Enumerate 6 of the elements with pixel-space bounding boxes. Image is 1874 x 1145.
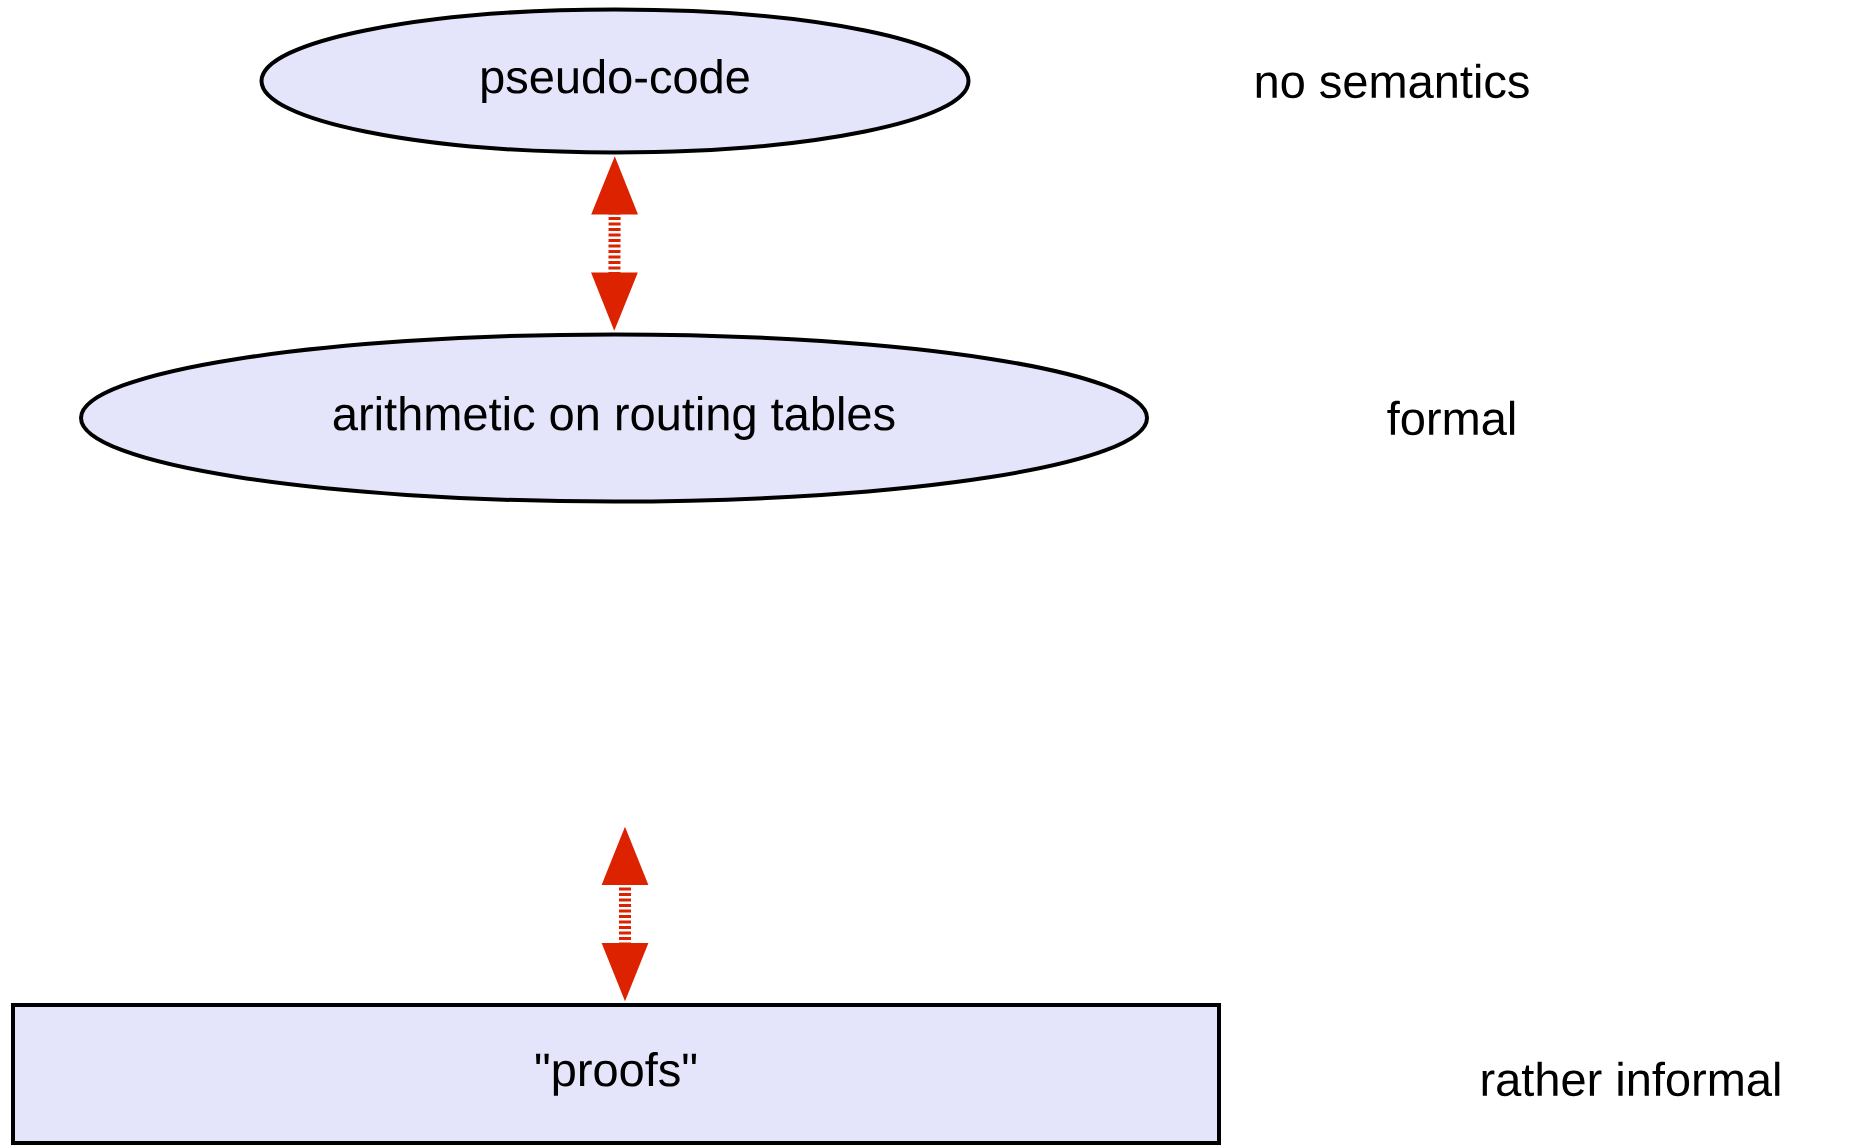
side-label: no semantics bbox=[1256, 63, 1529, 99]
process-box: "proofs" bbox=[11, 1003, 1221, 1145]
side-label: formal bbox=[1387, 400, 1515, 436]
ellipse-node: pseudo-code bbox=[259, 7, 971, 155]
ellipse-node: arithmetic on routing tables bbox=[79, 332, 1149, 504]
side-label: rather informal bbox=[1482, 1061, 1780, 1097]
